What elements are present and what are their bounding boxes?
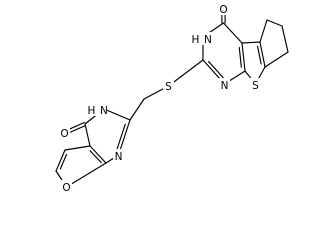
bond-c2-s2 <box>167 59 204 87</box>
svg-text:N: N <box>204 34 212 46</box>
bond-c4b-c4a <box>241 41 261 44</box>
atom-o-ketone-bottom: O <box>59 126 70 140</box>
bond-c8a-c4a-inner <box>238 46 242 68</box>
bond-c7a-c4b <box>259 41 266 68</box>
bond-layer <box>55 8 289 188</box>
bond-cf2-c4ab <box>64 145 91 151</box>
atom-n-h-left-pyrimidinone: H N <box>87 103 108 117</box>
bond-c2-n1-inner <box>208 60 225 79</box>
svg-text:H: H <box>88 105 96 117</box>
atom-label-layer: O H N N S S H N N O <box>59 2 261 194</box>
atom-n-right-pyrimidine: N <box>219 78 230 92</box>
bond-c8a-c4a <box>241 42 246 72</box>
bond-c4bb-c4ab <box>84 123 91 147</box>
svg-text:N: N <box>221 80 229 92</box>
bond-c2b-n1b-inner <box>116 123 126 150</box>
molecule-structure-diagram: O H N N S S H N N O <box>55 2 289 194</box>
svg-text:O: O <box>60 128 68 140</box>
atom-o-ketone-top: O <box>218 2 229 16</box>
svg-text:H: H <box>192 34 200 46</box>
atom-s-thiophene: S <box>250 78 261 92</box>
bond-c2b-n3b <box>103 108 131 121</box>
bond-cp1-c4b <box>259 19 268 43</box>
bond-c7a-cp3 <box>264 51 289 68</box>
bond-c7ab-of <box>65 162 107 188</box>
svg-text:S: S <box>165 81 172 93</box>
svg-text:S: S <box>252 80 259 92</box>
bond-cf1-cf2-inner <box>59 153 68 170</box>
bond-cp3-cp2 <box>281 25 289 53</box>
atom-n-left-pyrimidine: N <box>113 149 124 163</box>
bond-c4ab-c7ab <box>89 145 107 164</box>
bond-c7a-c4b-inner <box>257 45 262 65</box>
svg-text:N: N <box>100 105 108 117</box>
bond-ch2-c2b <box>129 98 145 121</box>
bond-cp2-cp1 <box>266 19 283 27</box>
svg-text:N: N <box>115 151 123 163</box>
bond-c4ab-c7ab-inner <box>89 150 102 164</box>
svg-text:O: O <box>219 4 227 16</box>
bond-c4a-c4 <box>222 22 243 44</box>
atom-o-furan: O <box>61 180 72 194</box>
atom-s-thioether: S <box>163 79 174 93</box>
atom-n-h-right-pyrimidinone: H N <box>191 32 212 46</box>
svg-text:O: O <box>62 182 70 194</box>
bond-cf1-cf2 <box>55 149 66 172</box>
